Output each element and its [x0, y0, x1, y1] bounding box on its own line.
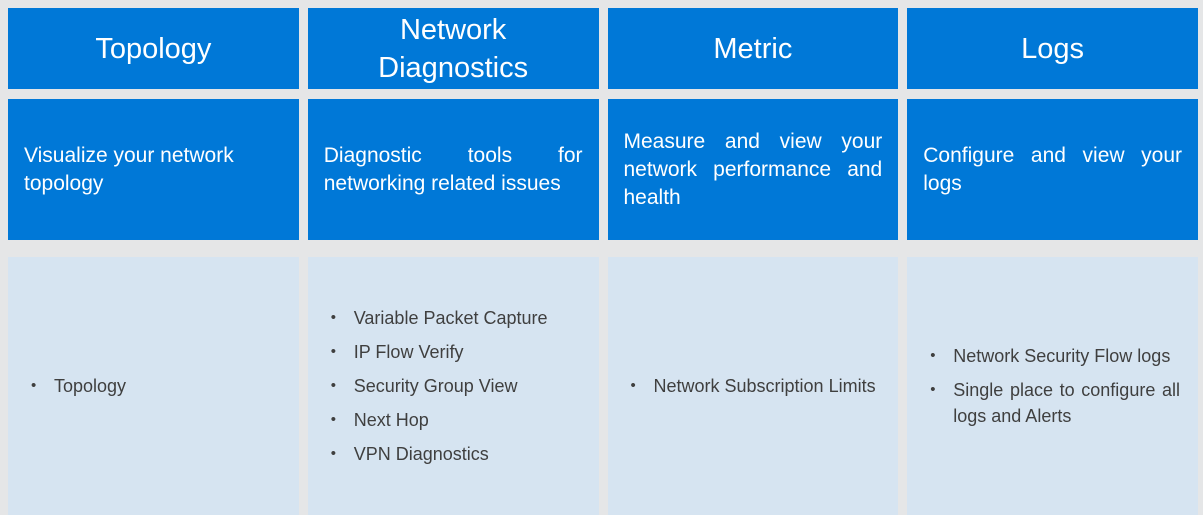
- logs-description: Configure and view your logs: [923, 143, 1182, 195]
- column-topology: Topology Visualize your network topology…: [8, 8, 299, 515]
- metric-header: Metric: [607, 8, 899, 89]
- list-item: • Single place to configure all logs and…: [907, 377, 1198, 429]
- network-diagnostics-description: Diagnostic tools for networking related …: [323, 143, 583, 195]
- list-item: • Network Security Flow logs: [907, 343, 1198, 369]
- topology-header-label: Topology: [95, 32, 212, 65]
- topology-feature-list: • Topology: [8, 257, 299, 515]
- logs-description-cell: Configure and view your logs: [907, 99, 1198, 240]
- bullet-icon: •: [330, 309, 337, 326]
- metric-description-cell: Measure and view your network performanc…: [607, 99, 899, 240]
- list-item: • Variable Packet Capture: [308, 305, 599, 331]
- list-item-label: Network Security Flow logs: [953, 346, 1171, 366]
- list-item: • Next Hop: [308, 407, 599, 433]
- list-item: • IP Flow Verify: [308, 339, 599, 365]
- feature-matrix: Topology Visualize your network topology…: [8, 8, 1198, 515]
- bullet-icon: •: [330, 343, 337, 360]
- list-item: • VPN Diagnostics: [308, 441, 599, 467]
- list-item-label: Next Hop: [353, 410, 429, 430]
- topology-description-cell: Visualize your network topology: [8, 99, 299, 240]
- bullet-icon: •: [930, 347, 936, 364]
- bullet-icon: •: [31, 377, 37, 394]
- network-diagnostics-header: Network Diagnostics: [307, 8, 599, 89]
- list-item-label: VPN Diagnostics: [353, 444, 489, 464]
- list-item: • Topology: [8, 373, 299, 399]
- bullet-icon: •: [330, 445, 337, 462]
- metric-description: Measure and view your network performanc…: [623, 129, 883, 209]
- list-item-label: Variable Packet Capture: [353, 308, 548, 328]
- topology-header: Topology: [8, 8, 299, 89]
- list-item-label: IP Flow Verify: [353, 342, 464, 362]
- network-diagnostics-description-cell: Diagnostic tools for networking related …: [307, 99, 599, 240]
- column-network-diagnostics: Network Diagnostics Diagnostic tools for…: [307, 8, 599, 515]
- list-item-label: Topology: [54, 376, 127, 396]
- bullet-icon: •: [330, 377, 337, 394]
- list-item-label: Network Subscription Limits: [653, 376, 876, 396]
- bullet-icon: •: [630, 377, 636, 394]
- bullet-icon: •: [930, 381, 936, 398]
- logs-header-label: Logs: [1021, 32, 1085, 65]
- network-diagnostics-feature-list: • Variable Packet Capture • IP Flow Veri…: [307, 257, 599, 515]
- topology-description: Visualize your network topology: [24, 143, 234, 195]
- metric-feature-list: • Network Subscription Limits: [607, 257, 899, 515]
- logs-feature-list: • Network Security Flow logs • Single pl…: [907, 257, 1198, 515]
- metric-header-label: Metric: [713, 32, 793, 65]
- bullet-icon: •: [330, 411, 337, 428]
- network-diagnostics-header-label: Network Diagnostics: [378, 13, 529, 84]
- list-item: • Network Subscription Limits: [608, 373, 899, 399]
- column-metric: Metric Measure and view your network per…: [607, 8, 899, 515]
- column-logs: Logs Configure and view your logs • Netw…: [907, 8, 1198, 515]
- list-item: • Security Group View: [308, 373, 599, 399]
- list-item-label: Security Group View: [353, 376, 518, 396]
- list-item-label: Single place to configure all logs and A…: [953, 380, 1180, 426]
- logs-header: Logs: [907, 8, 1198, 89]
